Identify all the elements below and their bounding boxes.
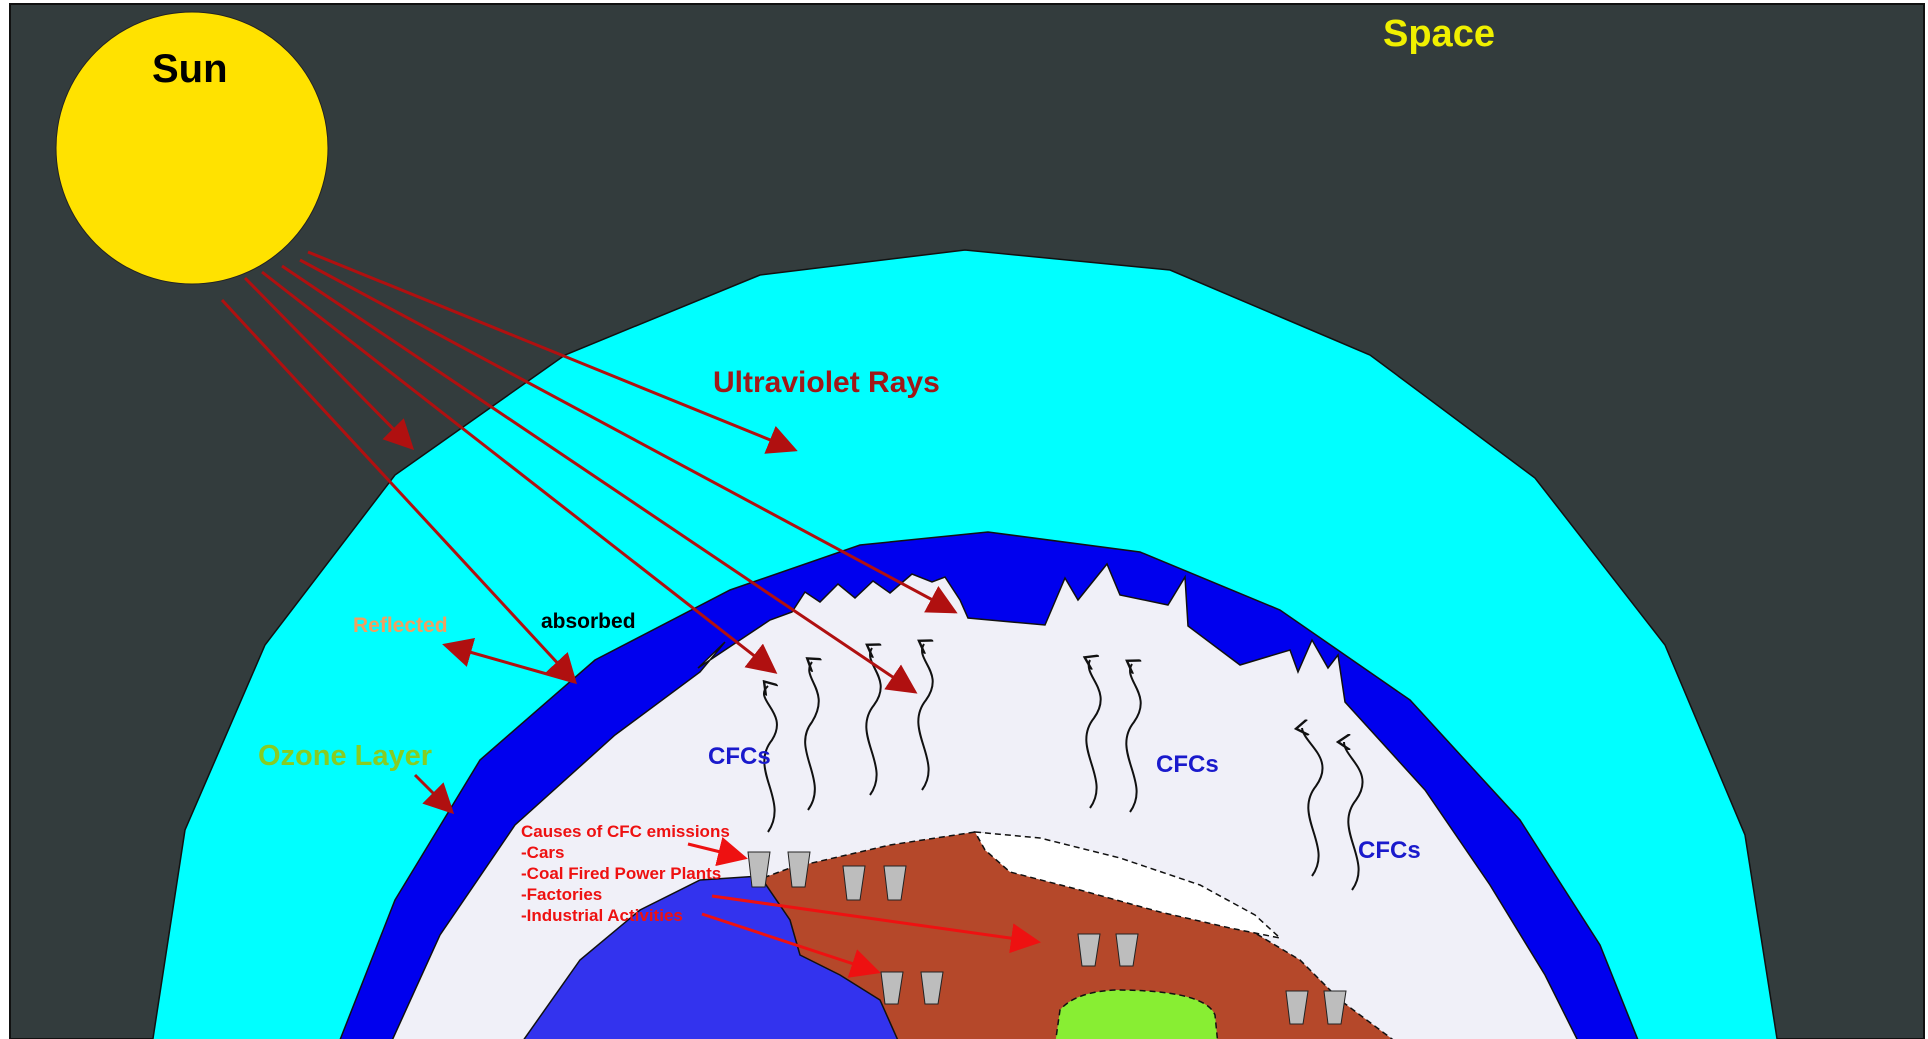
cfc-rising-line <box>1126 664 1142 813</box>
reflected-label: Reflected <box>353 614 448 637</box>
cfc-rising-line <box>918 644 934 791</box>
uv-ray-arrow <box>220 298 578 685</box>
uv-ray-arrow <box>307 250 798 454</box>
cfc-rising-line <box>1086 660 1102 809</box>
power-plant-icon <box>747 851 771 888</box>
uv-ray-arrow <box>261 270 778 674</box>
causes-heading: Causes of CFC emissions <box>521 822 730 841</box>
cause-arrow <box>711 894 1041 954</box>
sun-label: Sun <box>152 47 228 91</box>
cfc-rising-line <box>804 662 819 811</box>
power-plant-icon <box>787 851 811 888</box>
power-plant-icon <box>920 971 944 1005</box>
reflected-ray-arrow <box>442 637 576 684</box>
ozone-pointer-arrow <box>413 773 455 815</box>
cfcs-label: CFCs <box>708 743 771 770</box>
power-plant-icon <box>883 865 907 901</box>
cfcs-label: CFCs <box>1358 837 1421 864</box>
cause-arrows <box>687 836 1041 978</box>
absorbed-label: absorbed <box>541 610 636 633</box>
power-plant-icon <box>1285 990 1309 1025</box>
power-plant-icon <box>1115 933 1139 967</box>
uv-ray-arrow <box>243 276 415 451</box>
cfc-rising-line <box>764 686 777 833</box>
cause-item: -Factories <box>521 885 602 904</box>
space-label: Space <box>1383 13 1495 55</box>
grass-patch <box>1055 989 1219 1039</box>
power-plant-icon <box>880 971 904 1005</box>
power-plant-icon <box>1077 933 1101 967</box>
power-plant-icon <box>1323 990 1347 1025</box>
ocean <box>523 875 899 1039</box>
ice-sheet <box>973 831 1283 940</box>
cause-item: -Coal Fired Power Plants <box>521 864 721 883</box>
cause-item: -Cars <box>521 843 564 862</box>
uv-ray-arrow <box>299 258 958 614</box>
ultraviolet-rays <box>220 250 958 815</box>
cfc-rising-line <box>1344 742 1364 891</box>
cause-arrow <box>687 836 748 867</box>
cfc-rising-line <box>1302 728 1324 877</box>
ozone-layer-label: Ozone Layer <box>258 740 432 772</box>
cause-item: -Industrial Activities <box>521 906 683 925</box>
uv-ray-arrow <box>281 264 918 694</box>
ultraviolet-rays-label: Ultraviolet Rays <box>713 366 940 399</box>
cfcs-label: CFCs <box>1156 751 1219 778</box>
power-plants <box>747 851 1347 1025</box>
power-plant-icon <box>842 865 866 901</box>
sun <box>55 11 329 285</box>
cause-arrow <box>701 912 881 978</box>
